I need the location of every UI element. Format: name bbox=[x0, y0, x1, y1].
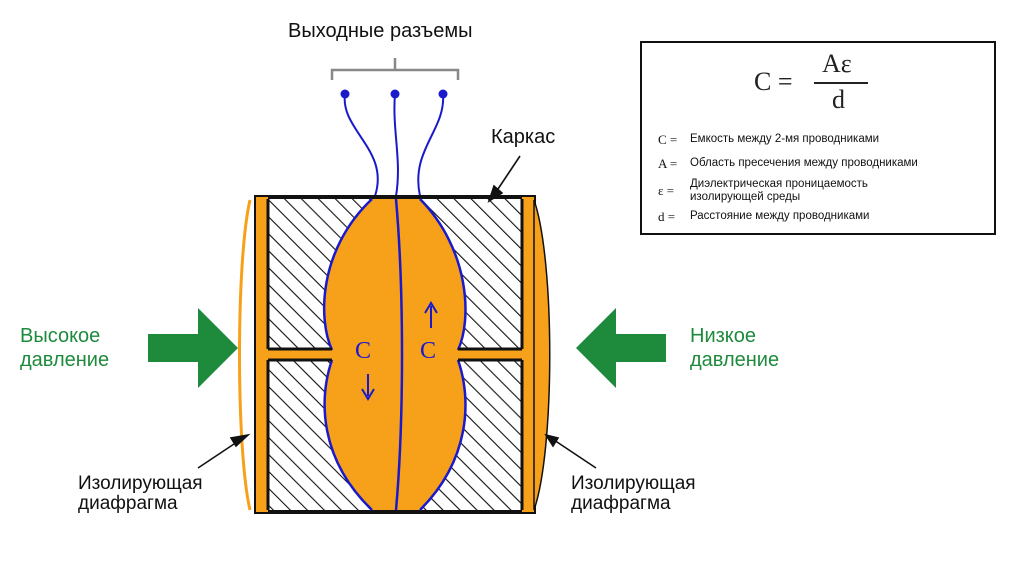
legend-symbol: A = bbox=[658, 156, 678, 171]
output-wires bbox=[343, 93, 445, 197]
high-pressure-label: Высокое давление bbox=[20, 325, 110, 371]
legend-text: Область пресечения между проводниками bbox=[690, 157, 918, 169]
legend-text: Емкость между 2-мя проводниками bbox=[690, 133, 880, 145]
capacitor-plates bbox=[322, 198, 467, 511]
diaphragm-right bbox=[533, 199, 551, 511]
diaphragm-left-label: Изолирующая диафрагма bbox=[78, 473, 203, 514]
cap-label-left: C bbox=[355, 338, 372, 364]
formula-numerator: Aε bbox=[822, 49, 852, 78]
legend-symbol: ε = bbox=[658, 183, 675, 198]
output-connectors-label: Выходные разъемы bbox=[288, 20, 473, 42]
leader-lines bbox=[197, 155, 597, 469]
formula-fraction-bar bbox=[814, 82, 868, 84]
frame-border bbox=[266, 199, 524, 510]
formula-denominator: d bbox=[832, 85, 845, 114]
connector-pins bbox=[340, 89, 448, 99]
pressure-arrow-left bbox=[148, 308, 238, 388]
cap-label-right: C bbox=[420, 338, 437, 364]
legend-symbol: C = bbox=[658, 132, 678, 147]
legend-text: Диэлектрическая проницаемость изолирующе… bbox=[690, 178, 868, 203]
connector-bracket bbox=[330, 58, 460, 80]
legend-text: Расстояние между проводниками bbox=[690, 210, 870, 222]
dielectric-fill bbox=[256, 197, 534, 512]
diaphragm-right-label: Изолирующая диафрагма bbox=[571, 473, 696, 514]
legend-symbol: d = bbox=[658, 209, 676, 224]
diaphragm-left bbox=[238, 199, 252, 511]
low-pressure-label: Низкое давление bbox=[690, 325, 780, 371]
pressure-arrow-right bbox=[576, 308, 666, 388]
frame-label: Каркас bbox=[491, 126, 556, 148]
formula-lhs: C = bbox=[754, 67, 793, 96]
formula-legend: C = Aε d C = Емкость между 2-мя проводни… bbox=[640, 41, 996, 235]
cap-arrows bbox=[361, 301, 438, 401]
